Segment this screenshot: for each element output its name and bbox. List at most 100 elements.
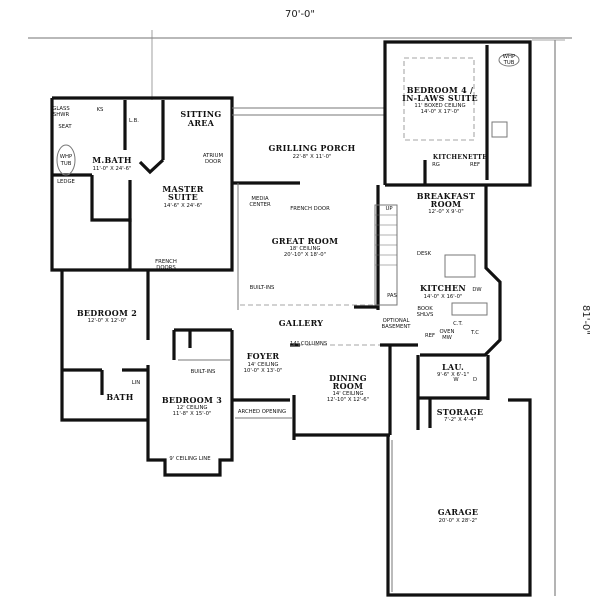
plan-label: M.BATH	[92, 155, 132, 165]
plan-label: BASEMENT	[381, 324, 411, 330]
plan-label: FRENCH DOOR	[290, 206, 330, 212]
plan-label: C.T.	[453, 321, 463, 327]
plan-label: BUILT-INS	[250, 285, 275, 291]
plan-label: LEDGE	[57, 179, 75, 185]
room-bedroom-4: BEDROOM 4 / IN-LAWS SUITE 11' BOXED CEIL…	[402, 85, 478, 115]
room-breakfast: BREAKFAST ROOM 12'-0" X 9'-0"	[417, 191, 476, 215]
plan-label: IN-LAWS SUITE	[402, 93, 478, 103]
plan-label: W	[453, 377, 459, 383]
walls	[50, 40, 532, 597]
plan-label: ARCHED OPENING	[238, 409, 286, 415]
plan-label: GLASS	[52, 106, 70, 112]
room-grilling-porch: GRILLING PORCH 22'-8" X 11'-0"	[269, 143, 356, 160]
plan-label: SHWR	[53, 112, 70, 118]
plan-label: BEDROOM 4 /	[407, 85, 474, 95]
plan-label: MEDIA	[251, 196, 269, 202]
room-kitchen: KITCHEN 14'-0" X 16'-0"	[420, 283, 466, 300]
room-laundry: LAU. 9'-6" X 6'-1"	[437, 362, 469, 378]
room-bath: BATH	[106, 392, 133, 402]
plan-label: BEDROOM 3	[162, 395, 222, 405]
plan-label: ROOM	[333, 381, 364, 391]
plan-label: SHLVS	[417, 312, 434, 318]
plan-label: REF	[470, 162, 480, 168]
plan-label: GRILLING PORCH	[269, 143, 356, 153]
plan-label: 14' CEILING	[332, 391, 363, 397]
plan-label: OVEN	[439, 329, 454, 335]
plan-label: L.B.	[129, 118, 139, 124]
plan-label: 12'-0" X 9'-0"	[428, 209, 463, 215]
plan-label: BATH	[106, 392, 133, 402]
room-bedroom-3: BEDROOM 3 12' CEILING 11'-8" X 15'-0"	[162, 395, 222, 417]
plan-label: RG	[432, 162, 440, 168]
plan-label: MASTER	[162, 184, 203, 194]
plan-label: ROOM	[431, 199, 462, 209]
plan-label: 9'-6" X 6'-1"	[437, 372, 469, 378]
plan-label: KITCHENETTE	[433, 154, 487, 161]
plan-label: UP	[385, 206, 393, 212]
width-dimension: 70'-0"	[285, 9, 315, 20]
plan-label: REF	[425, 333, 435, 339]
room-sitting: SITTING AREA	[180, 109, 221, 128]
plan-label: 12' CEILING	[176, 405, 207, 411]
plan-label: 14'-6" X 24'-6"	[164, 203, 203, 209]
plan-label: SUITE	[168, 192, 198, 202]
plan-label: DOORS	[156, 265, 176, 271]
plan-label: 12'-10" X 12'-6"	[327, 397, 369, 403]
plan-label: WHP	[60, 154, 73, 160]
plan-label: AREA	[187, 118, 215, 128]
room-storage: STORAGE 7'-2" X 4'-4"	[437, 407, 484, 423]
plan-label: 22'-8" X 11'-0"	[293, 154, 332, 160]
room-dining: DINING ROOM 14' CEILING 12'-10" X 12'-6"	[327, 373, 369, 403]
plan-label: SEAT	[58, 124, 72, 130]
plan-label: TUB	[503, 60, 515, 66]
plan-label: LIN	[132, 380, 141, 386]
plan-label: MW	[442, 335, 453, 341]
plan-label: BREAKFAST	[417, 191, 476, 201]
room-gallery: GALLERY	[279, 318, 324, 328]
plan-label: TUB	[60, 161, 72, 167]
plan-label: LAU.	[442, 362, 464, 372]
plan-label: 7'-2" X 4'-4"	[444, 417, 476, 423]
plan-label: 14'-0" X 17'-0"	[421, 109, 460, 115]
annotations: GLASS SHWR KS L.B. SEAT WHP TUB LEDGE AT…	[52, 54, 516, 462]
plan-label: BOOK	[417, 306, 433, 312]
plan-label: BUILT-INS	[191, 369, 216, 375]
plan-label: 18' CEILING	[289, 246, 320, 252]
plan-label: 10'-0" X 13'-0"	[244, 368, 283, 374]
plan-label: SITTING	[180, 109, 221, 119]
plan-label: STORAGE	[437, 407, 484, 417]
plan-label: 9' CEILING LINE	[169, 456, 211, 462]
room-great-room: GREAT ROOM 18' CEILING 20'-10" X 18'-0"	[272, 236, 338, 258]
plan-label: DINING	[329, 373, 367, 383]
plan-label: D	[473, 377, 477, 383]
plan-label: KS	[97, 107, 104, 113]
plan-label: 11'-8" X 15'-0"	[173, 411, 212, 417]
plan-label: FOYER	[247, 351, 280, 361]
room-garage: GARAGE 20'-0" X 28'-2"	[438, 507, 479, 524]
plan-label: 20'-0" X 28'-2"	[439, 518, 478, 524]
plan-label: GARAGE	[438, 507, 479, 517]
plan-label: 14" COLUMNS	[290, 341, 328, 347]
room-master-suite: MASTER SUITE 14'-6" X 24'-6"	[162, 184, 203, 209]
plan-label: DESK	[417, 251, 432, 257]
plan-label: 20'-10" X 18'-0"	[284, 252, 326, 258]
plan-label: OPTIONAL	[383, 318, 410, 324]
plan-label: CENTER	[249, 202, 271, 208]
plan-label: 11'-0" X 24'-6"	[93, 166, 132, 172]
dimension-lines: 70'-0" 81'-0"	[28, 9, 591, 596]
plan-label: DOOR	[205, 159, 221, 165]
plan-label: 14' CEILING	[247, 362, 278, 368]
plan-label: GALLERY	[279, 318, 324, 328]
plan-label: DW	[472, 287, 482, 293]
plan-label: KITCHEN	[420, 283, 466, 293]
plan-label: BEDROOM 2	[77, 308, 137, 318]
plan-label: WHP	[503, 54, 516, 60]
plan-label: 12'-0" X 12'-0"	[88, 318, 127, 324]
depth-dimension: 81'-0"	[580, 305, 591, 335]
room-kitchenette: KITCHENETTE	[433, 154, 487, 161]
room-bedroom-2: BEDROOM 2 12'-0" X 12'-0"	[77, 308, 137, 324]
plan-label: PAS	[387, 293, 397, 299]
plan-label: T.C	[470, 330, 479, 336]
plan-label: FRENCH	[155, 259, 177, 265]
